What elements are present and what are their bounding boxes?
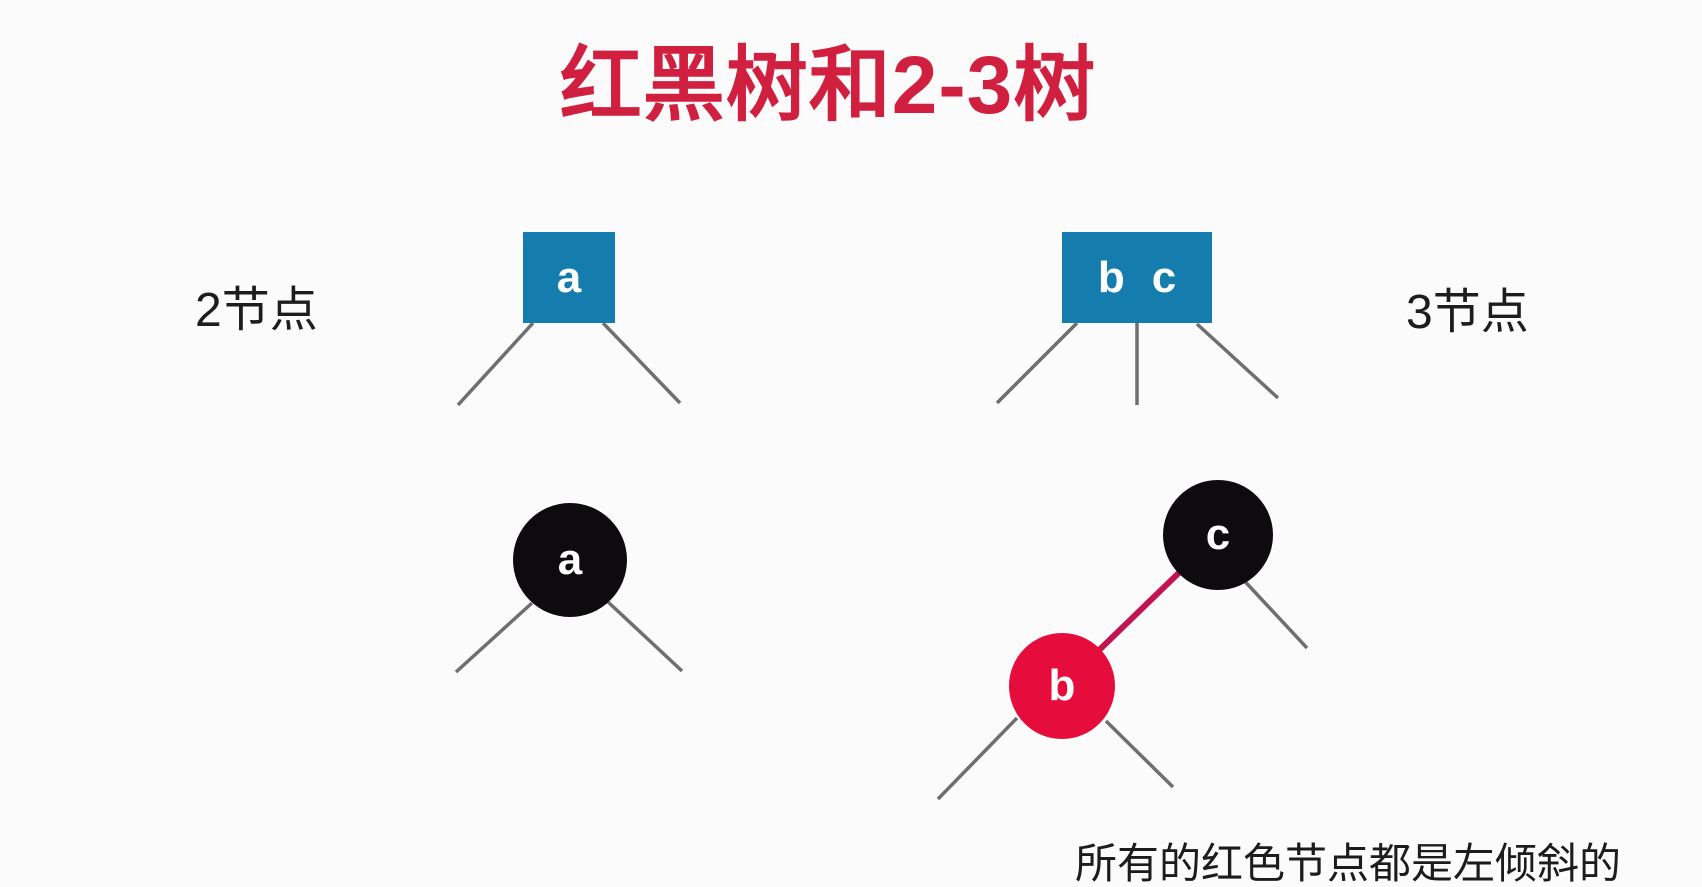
edge-rb-c-right	[1236, 572, 1309, 650]
rb-node-b: b	[1009, 633, 1115, 739]
edge-rb-b-left	[936, 716, 1019, 801]
edge-rb-a-right	[605, 599, 684, 673]
edge-rb-b-right	[1104, 719, 1175, 789]
label-2-node: 2节点	[195, 284, 318, 337]
node-key-b: b	[1097, 252, 1125, 302]
node-key-b: b	[1048, 661, 1076, 710]
two-three-3node-box: b c	[1062, 232, 1212, 323]
node-key-a: a	[556, 252, 582, 302]
edge-2node-left	[456, 321, 535, 407]
rb-node-c: c	[1163, 480, 1273, 590]
edge-3node-right	[1195, 322, 1280, 400]
edge-rb-a-left	[454, 601, 534, 674]
node-key-c: c	[1205, 510, 1231, 559]
two-three-2node-box: a	[523, 232, 615, 323]
node-key-a: a	[557, 535, 583, 584]
page-title: 红黑树和2-3树	[559, 40, 1097, 131]
node-key-c: c	[1151, 252, 1177, 302]
label-3-node: 3节点	[1406, 286, 1529, 339]
caption: 所有的红色节点都是左倾斜的	[1075, 840, 1622, 887]
rb-node-a: a	[513, 503, 627, 617]
edge-3node-left	[995, 321, 1079, 405]
edge-2node-right	[601, 321, 682, 405]
